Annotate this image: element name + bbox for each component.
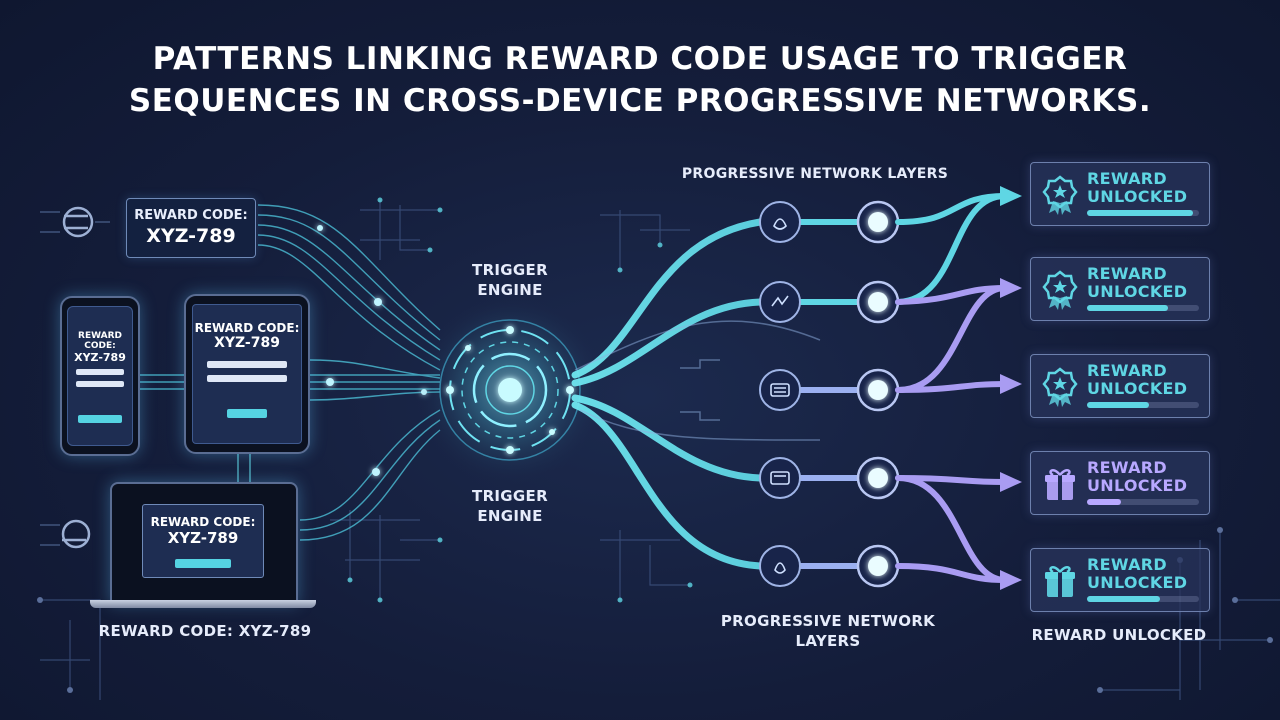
badge-icon [1041,367,1079,407]
badge-icon [1041,175,1079,215]
reward-title-line-1: REWARD [1087,264,1167,283]
trigger-bottom-line-2: ENGINE [477,507,543,525]
tablet-input-2[interactable] [207,375,287,382]
reward-progress-track [1087,305,1199,311]
layer1-node-circles [759,201,801,587]
trigger-engine-label-top: TRIGGER ENGINE [450,260,570,300]
laptop-screen: REWARD CODE: XYZ-789 [142,504,264,578]
laptop-device: REWARD CODE: XYZ-789 [110,482,298,604]
tablet-input-1[interactable] [207,361,287,368]
gear-icon [62,206,94,238]
reward-title-line-1: REWARD [1087,458,1167,477]
page-title: PATTERNS LINKING REWARD CODE USAGE TO TR… [0,38,1280,122]
layers-label-top: PROGRESSIVE NETWORK LAYERS [681,166,949,182]
reward-code-box: REWARD CODE: XYZ-789 [126,198,256,258]
reward-progress-track [1087,499,1199,505]
output-streams [571,218,764,570]
reward-streams [895,193,1008,583]
reward-progress-track [1087,596,1199,602]
reward-title-line-1: REWARD [1087,169,1167,188]
laptop-submit-button[interactable] [175,559,231,568]
reward-progress-fill [1087,596,1160,602]
phone-input-2[interactable] [76,381,124,387]
trigger-bottom-line-1: TRIGGER [472,487,548,505]
phone-screen: REWARD CODE: XYZ-789 [67,306,133,446]
reward-progress-fill [1087,210,1194,216]
layers-label-bottom: PROGRESSIVE NETWORK LAYERS [700,611,956,651]
gift-icon [1041,464,1079,504]
reward-code-value: XYZ-789 [146,225,236,247]
trigger-top-line-1: TRIGGER [472,261,548,279]
reward-progress-fill [1087,402,1149,408]
title-line-2: SEQUENCES IN CROSS-DEVICE PROGRESSIVE NE… [128,83,1152,119]
reward-title-line-2: UNLOCKED [1087,379,1188,398]
reward-code-label: REWARD CODE: [134,208,248,223]
trigger-engine-core [415,295,605,485]
trigger-engine-label-bottom: TRIGGER ENGINE [450,486,570,526]
tablet-screen: REWARD CODE: XYZ-789 [192,304,302,444]
laptop-code-label: REWARD CODE: [150,515,256,529]
reward-progress-track [1087,210,1199,216]
phone-device: REWARD CODE: XYZ-789 [60,296,140,456]
reward-caption: REWARD UNLOCKED [1031,626,1207,644]
title-line-1: PATTERNS LINKING REWARD CODE USAGE TO TR… [152,41,1128,77]
badge-icon [1041,270,1079,310]
reward-title-line-2: UNLOCKED [1087,187,1188,206]
bottom-left-caption: REWARD CODE: XYZ-789 [98,622,312,640]
reward-progress-fill [1087,305,1168,311]
tablet-device: REWARD CODE: XYZ-789 [184,294,310,454]
tablet-code-value: XYZ-789 [214,335,280,351]
phone-submit-button[interactable] [78,415,122,423]
laptop-code-value: XYZ-789 [167,529,239,547]
reward-title-line-2: UNLOCKED [1087,476,1188,495]
tablet-code-label: REWARD CODE: [194,321,300,335]
reward-title-line-2: UNLOCKED [1087,282,1188,301]
arrowheads [1000,186,1022,590]
gift-icon [1041,561,1079,601]
reward-progress-fill [1087,499,1121,505]
layers-bottom-line-2: LAYERS [795,632,861,650]
layers-bottom-line-1: PROGRESSIVE NETWORK [720,612,936,630]
tablet-submit-button[interactable] [227,409,267,418]
reward-title-line-1: REWARD [1087,361,1167,380]
phone-input-1[interactable] [76,369,124,375]
gear-icon [61,519,91,549]
phone-code-label: REWARD CODE: [78,331,122,351]
phone-code-value: XYZ-789 [74,351,126,364]
reward-title-line-2: UNLOCKED [1087,573,1188,592]
reward-progress-track [1087,402,1199,408]
laptop-base [90,600,316,608]
reward-title-line-1: REWARD [1087,555,1167,574]
layer1-node-glyphs [770,218,790,574]
trigger-top-line-2: ENGINE [477,281,543,299]
layer-nodes [800,219,858,569]
